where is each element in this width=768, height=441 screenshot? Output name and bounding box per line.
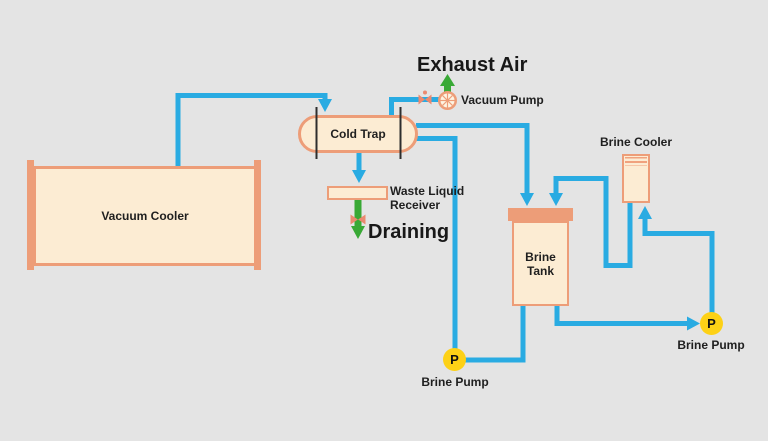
brine-tank-lid xyxy=(508,208,573,221)
brine-tank-label-line2: Tank xyxy=(526,263,555,278)
exhaust-arrow-icon xyxy=(440,74,455,94)
draining-arrow-icon xyxy=(351,200,365,239)
brine-pump-right: P xyxy=(700,312,723,335)
brine-pump-right-symbol: P xyxy=(707,316,716,331)
pipe-brine-cooler-to-brine-tank xyxy=(553,176,633,268)
pipe-right-brine-pump-to-brine-cooler xyxy=(642,218,715,325)
flow-arrow-into-cold-trap xyxy=(318,99,332,112)
vacuum-pump-label: Vacuum Pump xyxy=(461,93,544,107)
brine-tank-label-line1: Brine xyxy=(525,249,556,264)
waste-liquid-receiver-label-line2: Receiver xyxy=(390,197,441,212)
brine-cooler-coil-icon xyxy=(625,157,647,166)
draining-annotation: Draining xyxy=(368,221,450,243)
waste-liquid-receiver xyxy=(327,186,388,200)
flow-arrow-into-brine-tank-right xyxy=(549,193,563,206)
brine-pump-right-label: Brine Pump xyxy=(677,338,745,352)
brine-tank: Brine Tank xyxy=(512,221,569,306)
flow-arrow-into-brine-tank-left xyxy=(520,193,534,206)
cold-trap-label: Cold Trap xyxy=(330,127,386,141)
waste-liquid-receiver-label: Waste Liquid Receiver xyxy=(390,184,465,212)
brine-pump-left: P xyxy=(443,348,466,371)
vacuum-pump-icon xyxy=(438,91,457,110)
pipe-brine-tank-to-right-brine-pump xyxy=(554,304,689,326)
brine-cooler xyxy=(622,154,650,203)
cold-trap: Cold Trap xyxy=(298,115,418,153)
flow-arrow-into-receiver xyxy=(352,170,366,183)
vacuum-cooler-right-flange xyxy=(254,160,261,270)
vacuum-cooler-label: Vacuum Cooler xyxy=(101,209,189,223)
vacuum-cooler: Vacuum Cooler xyxy=(33,166,257,266)
pipe-vacuum-cooler-to-cold-trap xyxy=(175,93,328,169)
waste-liquid-receiver-label-line1: Waste Liquid xyxy=(390,184,465,198)
brine-cooler-label: Brine Cooler xyxy=(599,135,672,149)
draining-valve-icon xyxy=(350,214,366,225)
brine-pump-left-label: Brine Pump xyxy=(421,375,489,389)
flow-arrow-into-right-brine-pump xyxy=(687,316,700,331)
brine-tank-label: Brine Tank xyxy=(525,250,556,278)
vacuum-cooler-left-flange xyxy=(27,160,34,270)
flow-arrow-into-brine-cooler xyxy=(638,206,652,219)
exhaust-air-annotation: Exhaust Air xyxy=(417,54,528,76)
brine-pump-left-symbol: P xyxy=(450,352,459,367)
vacuum-line-valve-icon xyxy=(418,90,432,105)
pipe-cold-trap-to-brine-tank xyxy=(416,123,530,195)
